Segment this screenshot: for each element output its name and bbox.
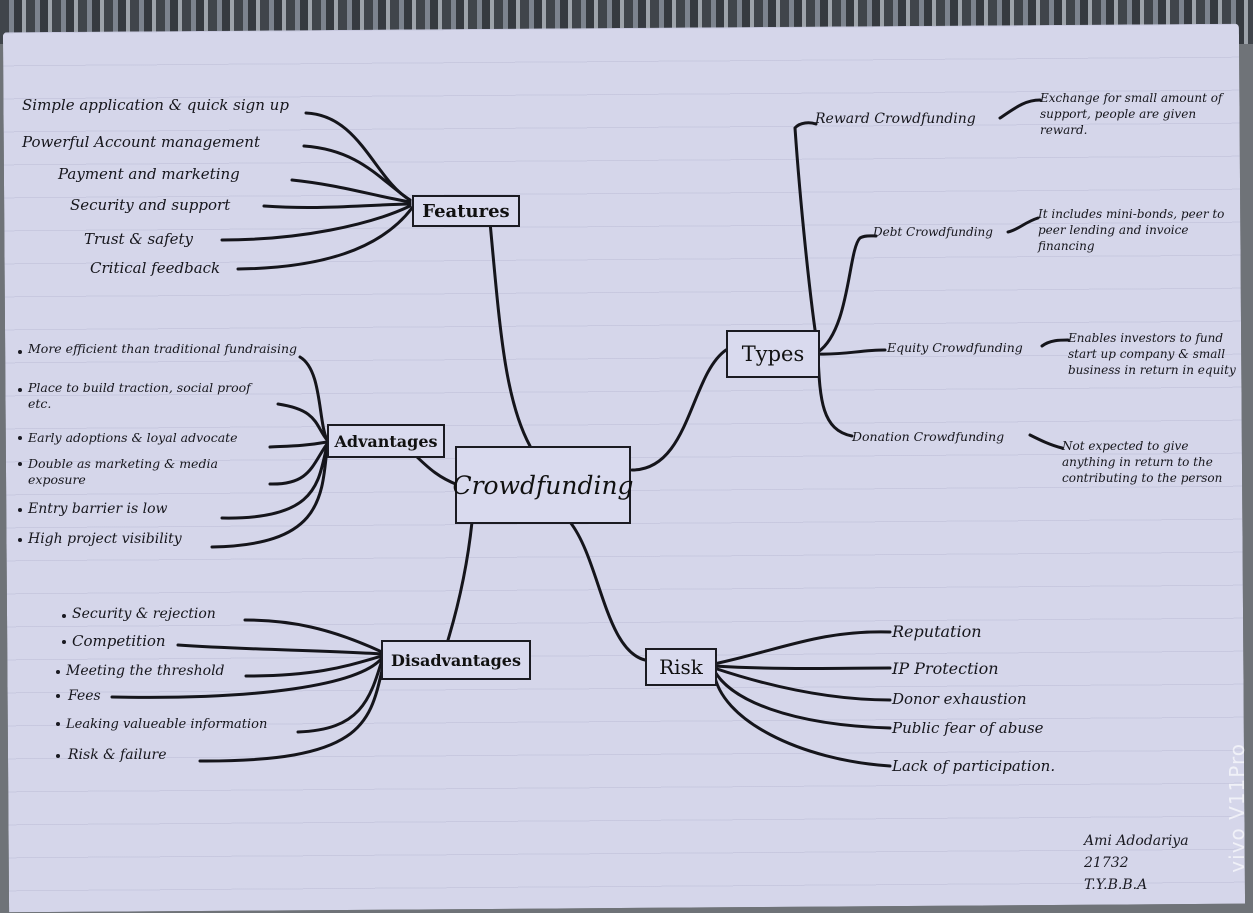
advantage-item: Early adoptions & loyal advocate: [28, 430, 238, 445]
risk-item: Lack of participation.: [892, 757, 1056, 775]
link-type-1: [793, 121, 820, 352]
link-adv-3: [268, 440, 329, 449]
link-type-2: [816, 234, 878, 354]
link-adv-1: [298, 355, 329, 442]
link-adv-5: [220, 444, 329, 520]
bullet-dot: [56, 722, 60, 726]
type-name: Donation Crowdfunding: [852, 429, 1005, 444]
link-dis-3: [244, 654, 384, 678]
link-dis-5: [296, 658, 384, 734]
link-center-types: [630, 348, 728, 472]
camera-watermark: vivo V11Pro: [1225, 743, 1249, 873]
link-type-desc-1: [998, 98, 1042, 120]
bullet-dot: [56, 694, 60, 698]
link-risk-3: [712, 666, 892, 702]
link-feature-2: [302, 144, 412, 202]
link-type-desc-3: [1040, 338, 1070, 348]
advantages-label: Advantages: [334, 431, 438, 451]
link-adv-4: [268, 442, 329, 486]
feature-item: Powerful Account management: [22, 133, 261, 151]
advantage-item: Entry barrier is low: [28, 501, 168, 517]
disadvantage-item: Security & rejection: [72, 606, 216, 622]
disadvantages-label: Disadvantages: [391, 650, 521, 670]
link-feature-4: [262, 202, 412, 210]
feature-item: Critical feedback: [90, 259, 221, 277]
link-type-4: [816, 354, 854, 438]
central-node-label: Crowdfunding: [452, 470, 634, 500]
link-dis-6: [198, 660, 386, 763]
type-description: It includes mini-bonds, peer to peer len…: [1038, 207, 1225, 253]
disadvantage-item: Fees: [68, 688, 101, 704]
link-type-3: [816, 348, 887, 356]
link-adv-6: [210, 446, 329, 549]
advantage-item: High project visibility: [28, 531, 182, 547]
signature-block: Ami Adodariya 21732 T.Y.B.B.A: [1084, 830, 1189, 896]
bullet-dot: [62, 640, 66, 644]
link-risk-2: [712, 664, 892, 670]
signature-number: 21732: [1084, 855, 1129, 871]
link-feature-3: [290, 178, 412, 204]
link-type-desc-4: [1028, 433, 1064, 450]
signature-name: Ami Adodariya: [1084, 833, 1189, 849]
link-feature-6: [236, 206, 414, 271]
disadvantage-item: Risk & failure: [68, 747, 167, 763]
types-node: Types: [726, 330, 820, 378]
advantage-item: More efficient than traditional fundrais…: [28, 341, 298, 356]
type-name: Debt Crowdfunding: [873, 225, 993, 239]
link-risk-4: [712, 668, 892, 730]
risk-node: Risk: [645, 648, 717, 686]
bullet-dot: [18, 388, 22, 392]
link-dis-4: [110, 656, 384, 699]
link-center-features: [488, 220, 532, 448]
bullet-dot: [56, 670, 60, 674]
type-name: Reward Crowdfunding: [815, 111, 976, 127]
link-dis-1: [243, 618, 384, 654]
link-risk-5: [712, 670, 892, 768]
bullet-dot: [18, 436, 22, 440]
bullet-dot: [18, 462, 22, 466]
type-description: Exchange for small amount of support, pe…: [1040, 91, 1223, 137]
disadvantages-node: Disadvantages: [381, 640, 531, 680]
bullet-dot: [56, 754, 60, 758]
feature-item: Payment and marketing: [58, 165, 240, 183]
disadvantage-item: Meeting the threshold: [66, 663, 225, 679]
link-risk-1: [712, 630, 892, 666]
features-node: Features: [412, 195, 520, 227]
bullet-dot: [62, 614, 66, 618]
type-description: Enables investors to fund start up compa…: [1068, 331, 1236, 377]
link-center-risk: [568, 520, 647, 662]
bullet-dot: [18, 508, 22, 512]
types-label: Types: [741, 342, 805, 366]
link-feature-5: [220, 204, 412, 242]
feature-item: Trust & safety: [84, 230, 194, 248]
risk-label: Risk: [659, 655, 703, 679]
risk-item: Reputation: [892, 622, 982, 641]
bullet-dot: [18, 350, 22, 354]
link-dis-2: [176, 643, 384, 656]
features-label: Features: [422, 200, 510, 222]
bullet-dot: [18, 538, 22, 542]
feature-item: Security and support: [70, 196, 231, 214]
risk-item: IP Protection: [892, 659, 999, 678]
link-adv-2: [276, 402, 329, 442]
signature-class: T.Y.B.B.A: [1084, 877, 1148, 893]
central-node: Crowdfunding: [452, 446, 634, 524]
link-center-disadvantages: [446, 520, 474, 642]
disadvantage-item: Leaking valueable information: [66, 717, 268, 732]
advantage-item: Place to build traction, social proof et…: [28, 380, 251, 411]
risk-item: Donor exhaustion: [892, 690, 1027, 708]
advantage-item: Double as marketing & media exposure: [28, 456, 218, 487]
advantages-node: Advantages: [327, 424, 445, 458]
risk-item: Public fear of abuse: [892, 719, 1044, 737]
link-type-desc-2: [1006, 216, 1040, 234]
feature-item: Simple application & quick sign up: [22, 96, 289, 114]
disadvantage-item: Competition: [72, 632, 166, 650]
type-description: Not expected to give anything in return …: [1062, 439, 1223, 485]
type-name: Equity Crowdfunding: [887, 340, 1023, 355]
